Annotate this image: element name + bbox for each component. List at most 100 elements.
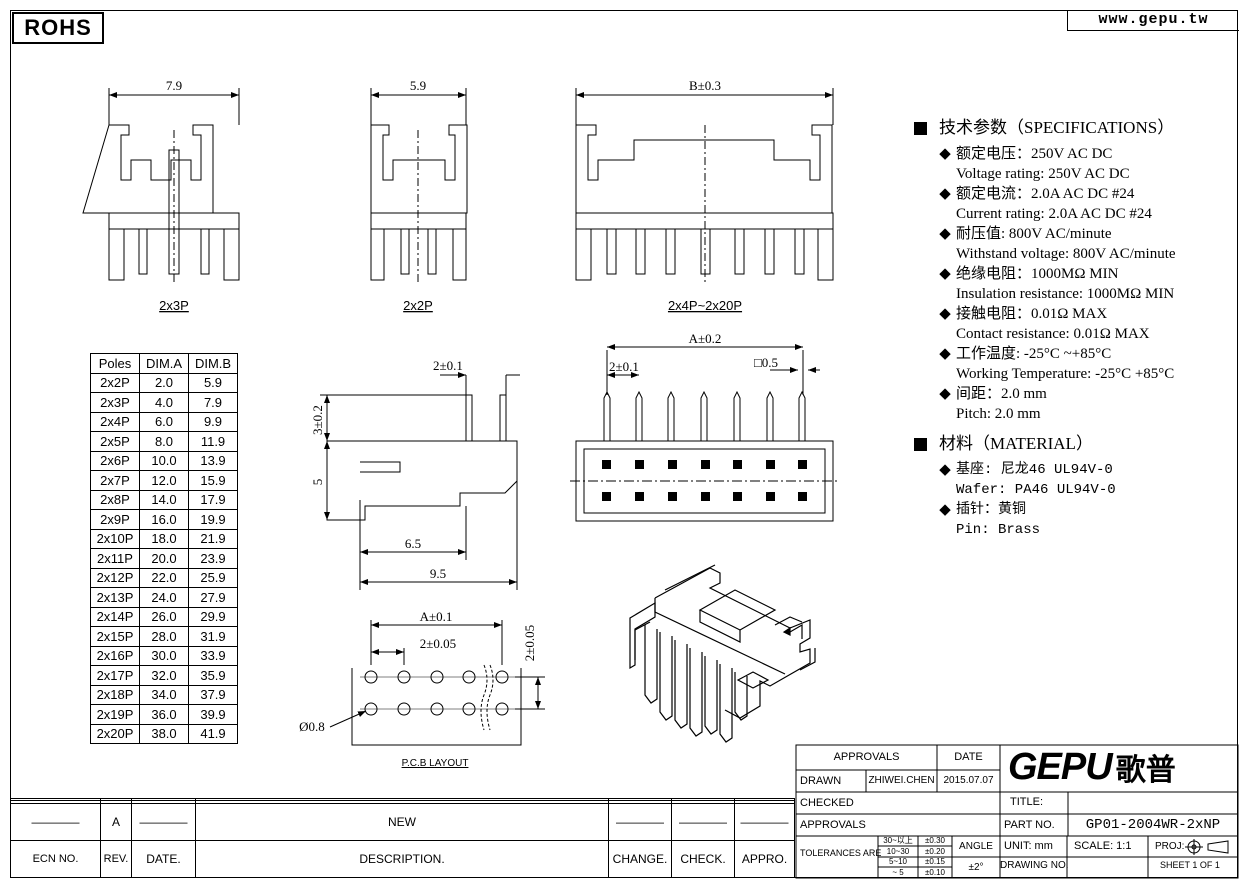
tolerance-range: 5~10 — [888, 857, 908, 866]
pole-cell: 2x20P — [90, 723, 140, 744]
spec-line-cn: 间距：2.0 mm — [956, 386, 1047, 402]
diamond-bullet-icon: ◆ — [939, 146, 951, 162]
spec-line-cn: 接触电阻：0.01Ω MAX — [956, 306, 1108, 322]
spec-line-cn: 耐压值: 800V AC/minute — [956, 226, 1112, 242]
dim-a-cell: 24.0 — [139, 587, 189, 608]
pole-cell: 2x18P — [90, 684, 140, 705]
dim-a-cell: 8.0 — [139, 431, 189, 452]
dim-a-cell: 34.0 — [139, 684, 189, 705]
spec-line-cn: 工作温度: -25°C ~+85°C — [956, 346, 1112, 362]
dim-b-cell: 33.9 — [188, 645, 238, 666]
dim-side-depth2: 9.5 — [430, 566, 446, 581]
dim-side-pitch: 2±0.1 — [433, 358, 463, 373]
view-2x2p — [370, 88, 468, 285]
diamond-bullet-icon: ◆ — [939, 502, 951, 518]
pole-cell: 2x10P — [90, 528, 140, 549]
spec-line-cn: 额定电压：250V AC DC — [956, 146, 1113, 162]
spec-line-en: Voltage rating: 250V AC DC — [956, 166, 1130, 182]
dim-b-cell: 13.9 — [188, 450, 238, 471]
dim-b-cell: 23.9 — [188, 548, 238, 569]
spec-item: ◆ 间距：2.0 mm Pitch: 2.0 mm — [914, 384, 1234, 424]
dim-b-cell: 9.9 — [188, 411, 238, 432]
dim-2x3p-width: 7.9 — [166, 78, 182, 93]
diamond-bullet-icon: ◆ — [939, 386, 951, 402]
dim-a-cell: 14.0 — [139, 489, 189, 510]
pole-cell: 2x16P — [90, 645, 140, 666]
dim-b-cell: 29.9 — [188, 606, 238, 627]
pole-cell: 2x15P — [90, 626, 140, 647]
rev-check-dash: ———— — [671, 802, 735, 841]
diamond-bullet-icon: ◆ — [939, 266, 951, 282]
dim-front-square: □0.5 — [754, 355, 778, 370]
dim-a-cell: 2.0 — [139, 372, 189, 393]
dim-a-cell: 6.0 — [139, 411, 189, 432]
dim-pcb-a: A±0.1 — [420, 609, 453, 624]
label-2x2p: 2x2P — [403, 298, 433, 313]
tolerance-range: 10~30 — [886, 846, 910, 856]
rev-date-dash: ———— — [131, 802, 196, 841]
rev-ecn-dash: ———— — [10, 802, 101, 841]
pole-cell: 2x14P — [90, 606, 140, 627]
pole-cell: 2x11P — [90, 548, 140, 569]
title-block-lines — [795, 744, 1239, 879]
dim-side-body: 5 — [310, 479, 325, 486]
tolerance-range: ~ 5 — [892, 867, 904, 877]
connector-3d-view — [629, 564, 816, 743]
dim-a-cell: 28.0 — [139, 626, 189, 647]
pole-cell: 2x19P — [90, 704, 140, 725]
dim-front-pitch: 2±0.1 — [609, 359, 639, 374]
spec-heading: 技术参数（SPECIFICATIONS） — [914, 118, 1234, 138]
pole-cell: 2x4P — [90, 411, 140, 432]
pole-cell: 2x13P — [90, 587, 140, 608]
revision-header-row: ECN NO. REV. DATE. DESCRIPTION. CHANGE. … — [10, 839, 795, 879]
dim-b-cell: 41.9 — [188, 723, 238, 744]
square-bullet-icon — [914, 121, 927, 135]
dim-b-cell: 39.9 — [188, 704, 238, 725]
website-label[interactable]: www.gepu.tw — [1067, 10, 1239, 31]
dim-a-cell: 36.0 — [139, 704, 189, 725]
scale-label: SCALE: 1:1 — [1074, 840, 1132, 852]
projection-symbol-icon — [1185, 838, 1229, 855]
diamond-bullet-icon: ◆ — [939, 306, 951, 322]
view-2x3p — [82, 88, 240, 285]
dim-side-depth1: 6.5 — [405, 536, 421, 551]
dim-a-cell: 12.0 — [139, 470, 189, 491]
header-dim-a: DIM.A — [139, 353, 189, 374]
header-poles: Poles — [90, 353, 140, 374]
dim-b-cell: 37.9 — [188, 684, 238, 705]
approvals-header: APPROVALS — [833, 751, 900, 763]
specifications-panel: 技术参数（SPECIFICATIONS） ◆ 额定电压：250V AC DC Vol… — [914, 118, 1234, 540]
square-bullet-icon — [914, 437, 927, 451]
dim-b-cell: 19.9 — [188, 509, 238, 530]
dim-side-height: 3±0.2 — [310, 405, 325, 435]
dim-b-cell: 17.9 — [188, 489, 238, 510]
date-header: DATE — [954, 751, 983, 763]
drawn-label: DRAWN — [800, 775, 842, 787]
dim-b-cell: 27.9 — [188, 587, 238, 608]
dim-b-cell: 31.9 — [188, 626, 238, 647]
drawing-no-label: DRAWING NO. — [1000, 860, 1069, 871]
spec-line-en: Current rating: 2.0A AC DC #24 — [956, 206, 1152, 222]
tolerance-value: ±0.20 — [925, 846, 945, 856]
tolerances-label: TOLERANCES ARE — [800, 848, 882, 858]
rev-desc: NEW — [195, 802, 609, 841]
spec-line-cn: 额定电流：2.0A AC DC #24 — [956, 186, 1135, 202]
drawing-frame — [10, 10, 1238, 878]
dim-a-cell: 38.0 — [139, 723, 189, 744]
spec-line-en: Pitch: 2.0 mm — [956, 406, 1041, 422]
